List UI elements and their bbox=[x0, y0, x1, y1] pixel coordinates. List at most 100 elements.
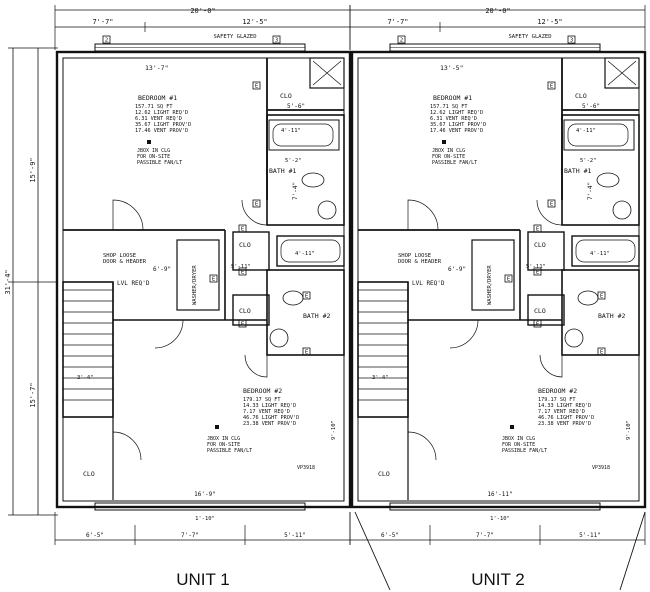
jbox-mark-1 bbox=[147, 140, 151, 144]
washer-dryer-box bbox=[471, 239, 515, 311]
exterior-wall bbox=[55, 50, 352, 509]
stair-walls bbox=[62, 281, 114, 418]
left-dimension-strip bbox=[8, 47, 58, 516]
dim-bottom-mid: 1'-10" bbox=[195, 516, 215, 522]
wall-tag-box bbox=[252, 81, 261, 90]
sink-1 bbox=[317, 200, 337, 220]
bedroom2-stat: 46.76 LIGHT PROV'D bbox=[538, 415, 594, 421]
dim-left-upper: 15'-9" bbox=[29, 157, 37, 182]
bedroom1-width-dim: 13'-7" bbox=[145, 64, 168, 72]
jbox1-note: PASSIBLE FAN/LT bbox=[432, 160, 477, 166]
clo-mid-label: CLO bbox=[239, 241, 251, 249]
dim-7-4: 7'-4" bbox=[292, 182, 299, 200]
wall-tag-box bbox=[547, 81, 556, 90]
wall-tag-box bbox=[302, 347, 311, 356]
vp-tag: VP3918 bbox=[592, 465, 610, 471]
dim-9-10: 9'-10" bbox=[331, 420, 337, 440]
closet-mid bbox=[527, 231, 565, 271]
toilet-1 bbox=[596, 172, 620, 188]
dim-3-4: 3'-4" bbox=[372, 375, 389, 381]
bedroom1-stat: 35.67 LIGHT PROV'D bbox=[135, 122, 191, 128]
vp-tag: VP3918 bbox=[297, 465, 315, 471]
dim-left-total: 31'-4" bbox=[4, 269, 12, 294]
site-line bbox=[354, 511, 391, 591]
clo-mid2-label: CLO bbox=[534, 307, 546, 315]
dim-top-right: 12'-5" bbox=[242, 18, 267, 26]
jbox2-note: PASSIBLE FAN/LT bbox=[502, 448, 547, 454]
bedroom2-stat: 14.33 LIGHT REQ'D bbox=[243, 403, 296, 409]
sink-1 bbox=[612, 200, 632, 220]
window-tag-2: 2 bbox=[105, 38, 108, 44]
washer-dryer-label: WASHER/DRYER bbox=[487, 265, 493, 305]
wall-tag-box bbox=[597, 347, 606, 356]
bedroom2-stat: 46.76 LIGHT PROV'D bbox=[243, 415, 299, 421]
wall-tag-e: E bbox=[550, 202, 553, 208]
unit-title: UNIT 1 bbox=[176, 570, 230, 589]
wall-tag-box bbox=[238, 267, 247, 276]
dim-clo: 5'-6" bbox=[287, 103, 305, 110]
bedroom1-width-dim: 13'-5" bbox=[440, 64, 463, 72]
clo-top-label: CLO bbox=[280, 92, 292, 100]
wall-tag-box bbox=[597, 291, 606, 300]
jbox1-note: FOR ON-SITE bbox=[432, 154, 465, 160]
wall-tag-box bbox=[533, 319, 542, 328]
exterior-wall bbox=[350, 50, 647, 509]
dim-clo: 5'-6" bbox=[582, 103, 600, 110]
dim-top-right: 12'-5" bbox=[537, 18, 562, 26]
dim-bottom-3: 5'-11" bbox=[579, 532, 601, 539]
jbox-mark-2 bbox=[510, 425, 514, 429]
site-line bbox=[619, 511, 646, 591]
door-swing-clo bbox=[407, 431, 437, 461]
wall-tag-e: E bbox=[241, 227, 244, 233]
wall-tag-box bbox=[533, 224, 542, 233]
dim-3-4: 3'-4" bbox=[77, 375, 94, 381]
bedroom2-stat: 14.33 LIGHT REQ'D bbox=[538, 403, 591, 409]
closet-box-top bbox=[309, 57, 345, 89]
toilet-2 bbox=[577, 290, 599, 306]
wall-tag-e: E bbox=[241, 322, 244, 328]
lvl-reqd: LVL REQ'D bbox=[117, 280, 150, 287]
window-tag-2: 2 bbox=[400, 38, 403, 44]
bedroom2-label: BEDROOM #2 bbox=[243, 387, 282, 395]
toilet-1 bbox=[301, 172, 325, 188]
wall-tag-e: E bbox=[212, 277, 215, 283]
dim-top-left: 7'-7" bbox=[387, 18, 408, 26]
dim-bottom-2: 7'-7" bbox=[476, 532, 494, 539]
dim-9-10: 9'-10" bbox=[626, 420, 632, 440]
closet-x bbox=[312, 60, 342, 86]
bedroom1-stat: 157.71 SQ FT bbox=[135, 104, 172, 110]
wall-tag-e: E bbox=[241, 270, 244, 276]
dim-left-lower: 15'-7" bbox=[29, 382, 37, 407]
bathtub-2-basin bbox=[280, 239, 341, 263]
bathtub-1-basin bbox=[272, 123, 334, 147]
bedroom1-stat: 6.31 VENT REQ'D bbox=[135, 116, 182, 122]
dim-bottom-2: 7'-7" bbox=[181, 532, 199, 539]
washer-dryer-label: WASHER/DRYER bbox=[192, 265, 198, 305]
wall-tag-e: E bbox=[600, 294, 603, 300]
unit-title: UNIT 2 bbox=[471, 570, 525, 589]
dim-bottom-1: 6'-5" bbox=[381, 532, 399, 539]
wall-tag-box bbox=[272, 35, 281, 44]
jbox1-note: PASSIBLE FAN/LT bbox=[137, 160, 182, 166]
door-swing-bath2 bbox=[539, 354, 563, 378]
jbox2-note: JBOX IN CLG bbox=[207, 436, 240, 442]
dim-7-4: 7'-4" bbox=[587, 182, 594, 200]
bathtub-1 bbox=[268, 119, 340, 151]
wall-tag-e: E bbox=[507, 277, 510, 283]
dim-5-11: 5'-11" bbox=[526, 264, 546, 270]
lvl-reqd: LVL REQ'D bbox=[412, 280, 445, 287]
shop-loose-note: DOOR & HEADER bbox=[103, 259, 147, 265]
dim-top-left: 7'-7" bbox=[92, 18, 113, 26]
wall-tag-box bbox=[252, 199, 261, 208]
bedroom1-stat: 6.31 VENT REQ'D bbox=[430, 116, 477, 122]
dim-6-9: 6'-9" bbox=[153, 266, 171, 273]
wall-tag-box bbox=[547, 199, 556, 208]
bath2-label: BATH #2 bbox=[598, 312, 625, 320]
wall-tag-e: E bbox=[305, 294, 308, 300]
window-tag-3: 3 bbox=[570, 38, 573, 44]
dim-bath-small: 5'-2" bbox=[580, 158, 597, 164]
jbox-mark-1 bbox=[442, 140, 446, 144]
clo-mid2-label: CLO bbox=[239, 307, 251, 315]
jbox-mark-2 bbox=[215, 425, 219, 429]
